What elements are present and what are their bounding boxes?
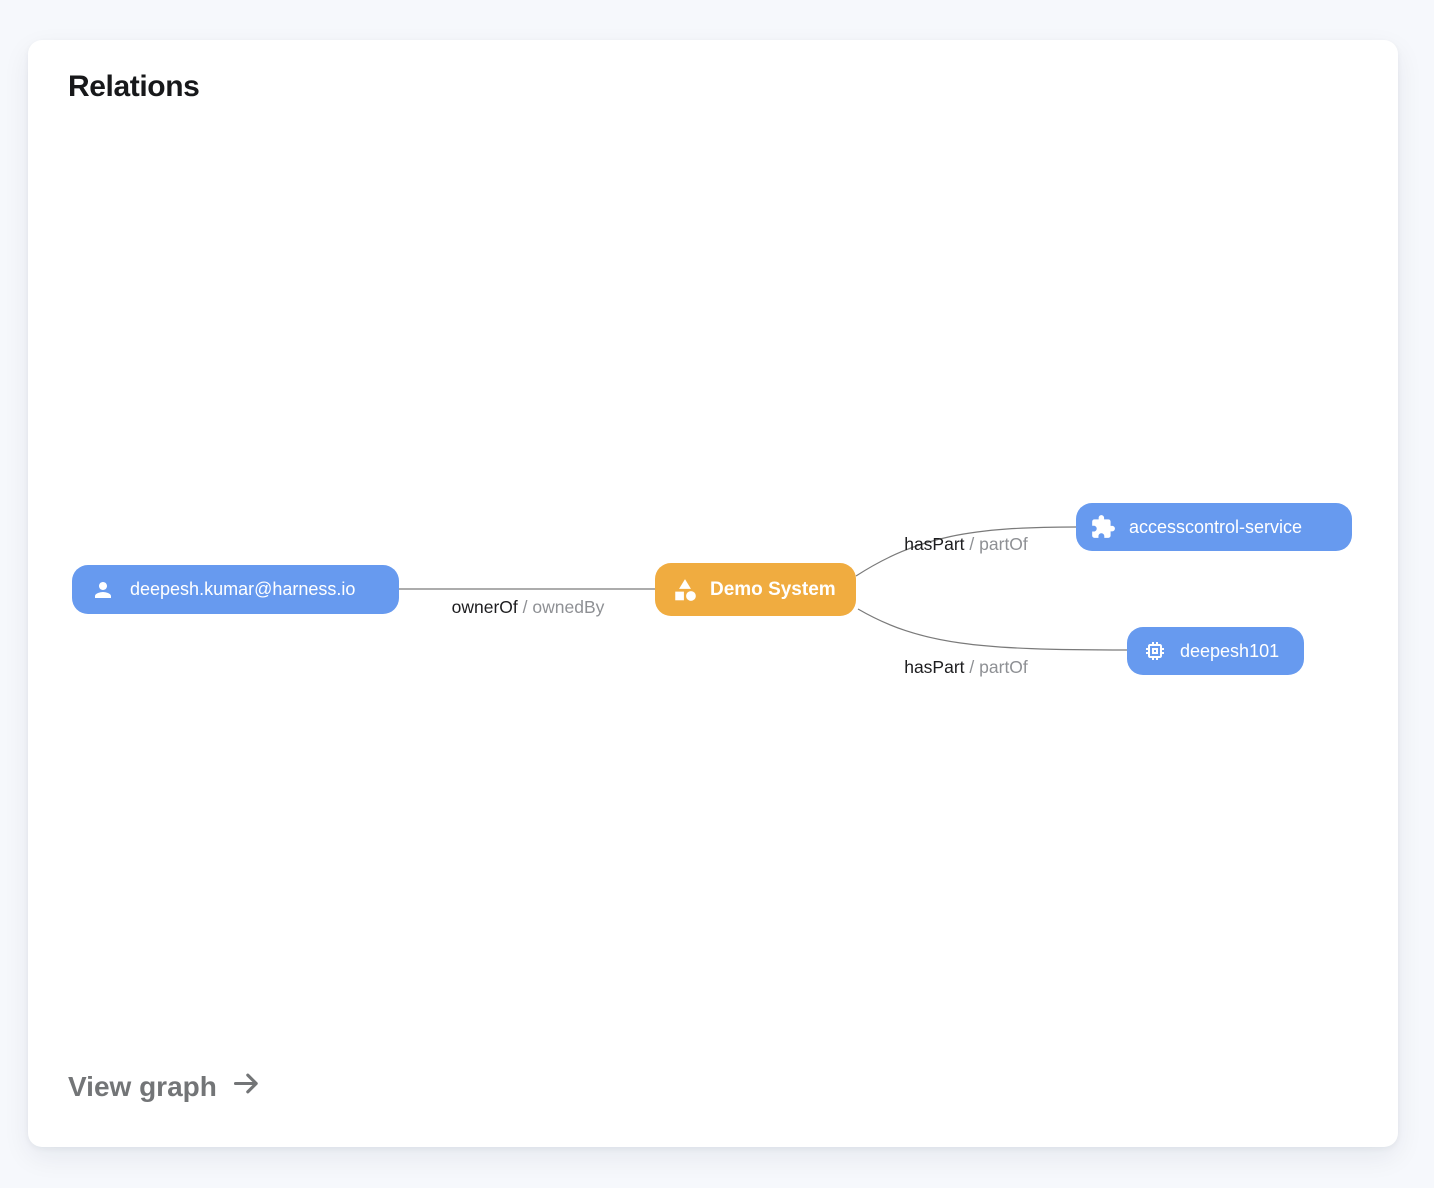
- edge-label-haspart-resource: hasPart / partOf: [904, 656, 1028, 678]
- edge-label-separator: /: [522, 597, 528, 617]
- edge-label-primary: hasPart: [904, 657, 965, 677]
- edge-label-primary: hasPart: [904, 534, 965, 554]
- graph-node-user[interactable]: deepesh.kumar@harness.io: [72, 565, 399, 614]
- relations-card: Relations ownerOf / ownedBy hasPart / pa…: [28, 40, 1398, 1147]
- graph-node-resource[interactable]: deepesh101: [1127, 627, 1304, 675]
- view-graph-label: View graph: [68, 1071, 217, 1102]
- memory-icon: [1143, 639, 1167, 663]
- node-label: Demo System: [710, 578, 836, 600]
- edge-label-secondary: partOf: [979, 657, 1028, 677]
- edge-label-ownerof: ownerOf / ownedBy: [452, 596, 605, 618]
- node-label: deepesh.kumar@harness.io: [130, 579, 356, 599]
- edge-label-haspart-service: hasPart / partOf: [904, 533, 1028, 555]
- graph-node-system[interactable]: Demo System: [655, 563, 856, 616]
- edge-label-secondary: ownedBy: [532, 597, 605, 617]
- node-label: deepesh101: [1180, 640, 1280, 661]
- edge-label-separator: /: [969, 657, 975, 677]
- graph-node-service[interactable]: accesscontrol-service: [1076, 503, 1352, 551]
- view-graph-link[interactable]: View graph: [68, 1068, 262, 1106]
- extension-icon: [1090, 514, 1116, 540]
- person-icon: [91, 578, 115, 602]
- edge-label-secondary: partOf: [979, 534, 1028, 554]
- edge-system-resource: [857, 608, 1128, 651]
- edge-label-separator: /: [969, 534, 975, 554]
- category-icon: [672, 577, 698, 603]
- node-label: accesscontrol-service: [1129, 516, 1303, 537]
- arrow-right-icon: [231, 1068, 262, 1106]
- edge-label-primary: ownerOf: [451, 597, 518, 617]
- page-title: Relations: [68, 70, 200, 103]
